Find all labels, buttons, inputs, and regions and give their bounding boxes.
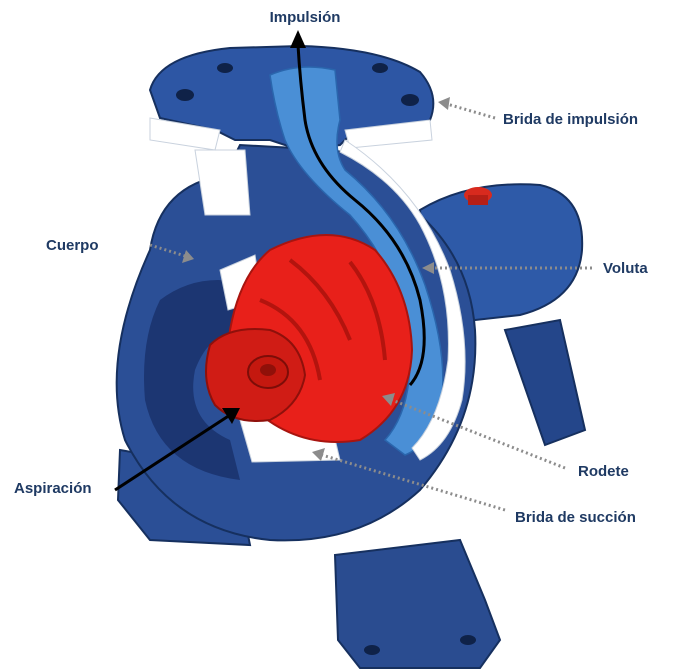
leader-brida-impulsion: [447, 104, 495, 118]
front-foot: [335, 540, 500, 668]
flange-bolt-hole: [401, 94, 419, 106]
casing-cut-face-left: [195, 150, 250, 215]
label-voluta: Voluta: [603, 260, 648, 277]
impeller-nut: [260, 364, 276, 376]
rear-foot: [505, 320, 585, 445]
pump-illustration: [117, 46, 585, 668]
flange-bolt-hole: [372, 63, 388, 73]
label-brida-impulsion: Brida de impulsión: [503, 111, 638, 128]
label-aspiracion: Aspiración: [14, 480, 92, 497]
oil-cap-stem: [468, 195, 488, 205]
label-impulsion: Impulsión: [270, 9, 341, 26]
flange-bolt-hole: [176, 89, 194, 101]
flange-bolt-hole: [217, 63, 233, 73]
foot-bolt-hole: [364, 645, 380, 655]
label-brida-succion: Brida de succión: [515, 509, 636, 526]
label-cuerpo: Cuerpo: [46, 237, 99, 254]
discharge-flow-arrowhead: [290, 30, 306, 48]
label-rodete: Rodete: [578, 463, 629, 480]
foot-bolt-hole: [460, 635, 476, 645]
leader-arrowhead: [438, 97, 450, 110]
